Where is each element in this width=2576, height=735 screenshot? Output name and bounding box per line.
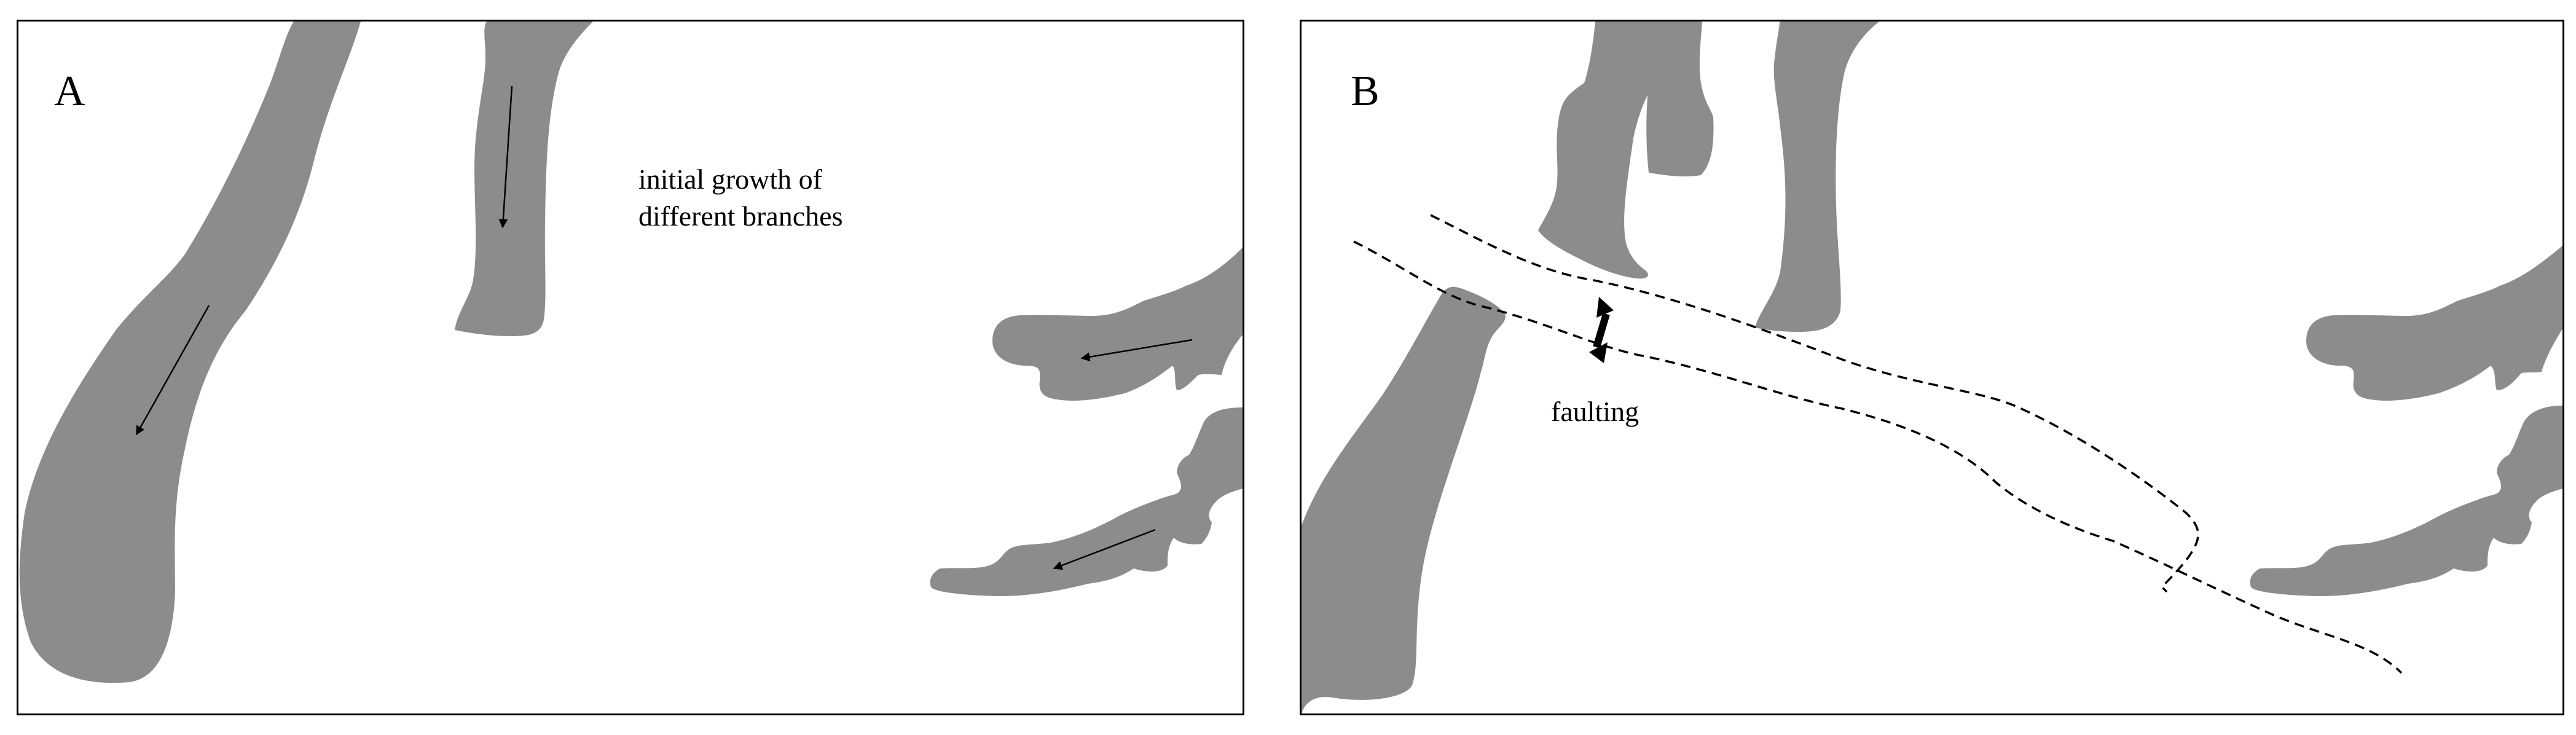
panel-b: B faulting	[1300, 20, 2564, 715]
growth-arrow-vertical	[498, 85, 513, 229]
panel-label-a: A	[54, 68, 85, 115]
annotation-line-2: different branches	[638, 200, 843, 232]
branch-large-diagonal	[19, 22, 361, 683]
panel-a-drawing	[19, 22, 1243, 683]
panel-b-drawing	[1302, 22, 2562, 713]
fault-line-lower	[1353, 240, 2403, 674]
branch-faulted-lower	[1302, 286, 1506, 713]
branch-right-lower	[930, 407, 1243, 596]
panel-label-b: B	[1351, 68, 1380, 115]
branch-right-lower	[2250, 406, 2562, 596]
annotation-line-1: initial growth of	[638, 163, 822, 195]
branch-faulted-finger	[1646, 22, 1714, 177]
fault-line-upper	[1430, 214, 2199, 593]
displacement-arrow	[1589, 297, 1614, 363]
growth-arrow-right-upper	[1080, 339, 1193, 362]
growth-arrow-right-lower	[1053, 529, 1156, 570]
branch-upper-vertical	[455, 22, 593, 336]
branch-right-upper	[992, 248, 1243, 401]
branch-right-upper	[2306, 246, 2562, 401]
growth-arrow-large	[135, 305, 210, 436]
branch-upper-middle	[1755, 22, 1879, 332]
panel-a: A initial growth of different branches	[17, 20, 1244, 715]
faulting-label: faulting	[1551, 396, 1639, 427]
